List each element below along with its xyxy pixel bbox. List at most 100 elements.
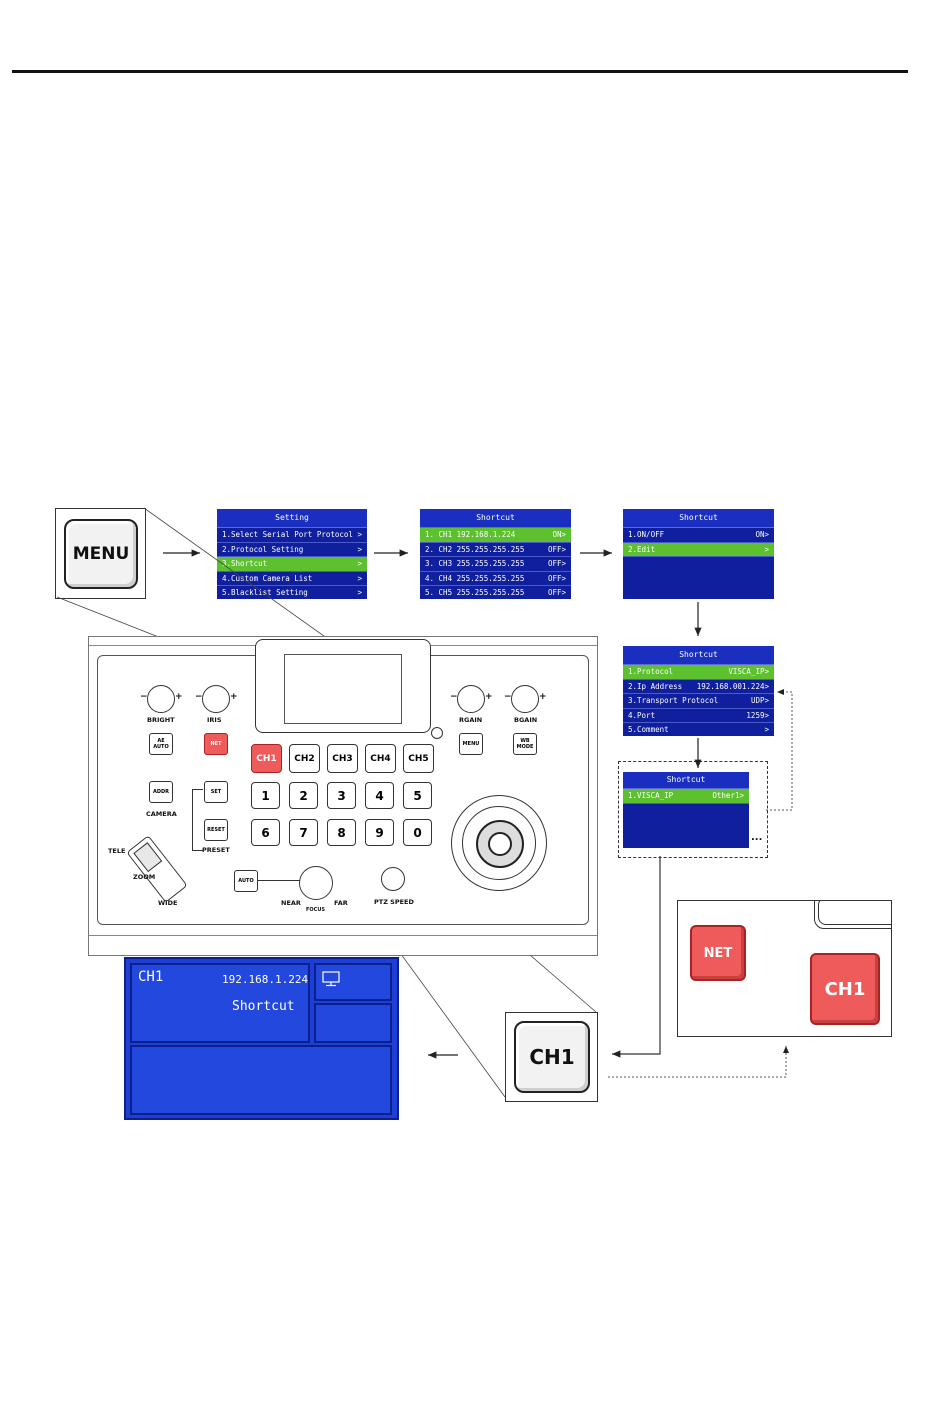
auto-button[interactable]: AUTO xyxy=(234,870,258,892)
bright-knob[interactable] xyxy=(147,685,175,713)
zoom-ch1-key[interactable]: CH1 xyxy=(810,953,880,1025)
shortcut-list-item[interactable]: 5. CH5 255.255.255.255 OFF> xyxy=(420,586,571,599)
channel-key-ch1[interactable]: CH1 xyxy=(251,744,282,773)
setting-menu: Setting 1.Select Serial Port Protocol >2.… xyxy=(217,509,367,599)
lcd-result-screen: CH1 192.168.1.224 Shortcut xyxy=(124,957,399,1120)
ae-auto-button[interactable]: AE AUTO xyxy=(149,733,173,755)
addr-button[interactable]: ADDR xyxy=(149,781,173,803)
menu-item-label: 5. CH5 255.255.255.255 xyxy=(425,588,525,597)
menu-item-label: 4.Port xyxy=(628,710,656,720)
net-button[interactable]: NET xyxy=(204,733,228,755)
zoom-net-key[interactable]: NET xyxy=(690,925,746,981)
menu-item-value: 1259> xyxy=(746,710,769,720)
setting-menu-item[interactable]: 5.Blacklist Setting > xyxy=(217,586,367,599)
menu-item-label: 3. CH3 255.255.255.255 xyxy=(425,559,525,568)
menu-item-label: 1.Protocol xyxy=(628,667,674,676)
menu-item-value: ON> xyxy=(552,530,566,539)
setting-menu-item[interactable]: 4.Custom Camera List> xyxy=(217,572,367,586)
number-key-3[interactable]: 3 xyxy=(327,782,356,809)
shortcut-detail-item[interactable]: 4.Port 1259> xyxy=(623,709,774,723)
preset-label: PRESET xyxy=(202,846,230,854)
menu-item-label: 2.Ip Address xyxy=(628,681,683,691)
shortcut-detail-title: Shortcut xyxy=(623,646,774,665)
monitor-icon xyxy=(322,971,340,987)
menu-item-label: 3.Transport Protocol xyxy=(628,696,719,705)
channel-key-ch5[interactable]: CH5 xyxy=(403,744,434,773)
shortcut-detail-item[interactable]: 2.Ip Address 192.168.001.224> xyxy=(623,680,774,694)
number-key-0[interactable]: 0 xyxy=(403,819,432,846)
number-key-7[interactable]: 7 xyxy=(289,819,318,846)
keyboard-screen xyxy=(255,639,431,733)
number-key-6[interactable]: 6 xyxy=(251,819,280,846)
menu-item-value: OFF> xyxy=(547,573,566,583)
arrow-ch1-to-zoom xyxy=(608,1046,789,1078)
setting-menu-item[interactable]: 3.Shortcut> xyxy=(217,557,367,572)
setting-menu-title: Setting xyxy=(217,509,367,528)
zoom-label: ZOOM xyxy=(133,873,156,881)
protocol-menu-title: Shortcut xyxy=(623,772,749,789)
number-key-2[interactable]: 2 xyxy=(289,782,318,809)
menu-item-label: 4.Custom Camera List xyxy=(222,573,313,583)
arrow-to-ch1-key xyxy=(612,856,661,1058)
bright-label: BRIGHT xyxy=(147,716,175,724)
menu-item-label: 1.Select Serial Port Protocol xyxy=(222,530,353,539)
channel-key-ch3[interactable]: CH3 xyxy=(327,744,358,773)
tele-label: TELE xyxy=(108,847,126,855)
number-key-8[interactable]: 8 xyxy=(327,819,356,846)
shortcut-detail-item[interactable]: 5.Comment> xyxy=(623,723,774,736)
preset-bracket xyxy=(192,789,203,851)
menu-item-value: OFF> xyxy=(547,588,566,597)
lcd-ip: 192.168.1.224 xyxy=(222,973,309,986)
bgain-knob[interactable] xyxy=(511,685,539,713)
channel-key-ch4[interactable]: CH4 xyxy=(365,744,396,773)
far-label: FAR xyxy=(334,899,348,907)
joystick[interactable] xyxy=(451,795,547,891)
number-key-5[interactable]: 5 xyxy=(403,782,432,809)
shortcut-list-item[interactable]: 1. CH1 192.168.1.224 ON> xyxy=(420,528,571,543)
menu-item-value: > xyxy=(357,530,362,539)
menu-item-label: 1.ON/OFF xyxy=(628,530,665,539)
shortcut-detail-menu: Shortcut 1.Protocol VISCA_IP> 2.Ip Address… xyxy=(623,646,774,736)
more-indicator: ... xyxy=(751,832,763,843)
focus-knob[interactable] xyxy=(299,866,333,900)
ptz-keyboard: BRIGHT − + IRIS − + RGAIN − + BGAIN − + … xyxy=(88,636,598,956)
ch1-key[interactable]: CH1 xyxy=(514,1021,590,1093)
menu-button[interactable]: MENU xyxy=(459,733,483,755)
menu-item-value: 192.168.001.224> xyxy=(696,681,769,691)
wb-mode-button[interactable]: WB MODE xyxy=(513,733,537,755)
menu-item-value: Other1> xyxy=(712,791,744,800)
rgain-knob[interactable] xyxy=(457,685,485,713)
number-key-9[interactable]: 9 xyxy=(365,819,394,846)
shortcut-list-title: Shortcut xyxy=(420,509,571,528)
ptz-speed-label: PTZ SPEED xyxy=(374,898,414,906)
shortcut-detail-item[interactable]: 1.Protocol VISCA_IP> xyxy=(623,665,774,680)
menu-item-value: > xyxy=(357,588,362,597)
menu-key[interactable]: MENU xyxy=(64,519,138,589)
shortcut-edit-item[interactable]: 2.Edit> xyxy=(623,542,774,557)
lcd-channel: CH1 xyxy=(138,969,164,985)
menu-item-label: 5.Blacklist Setting xyxy=(222,588,308,597)
set-button[interactable]: SET xyxy=(204,781,228,803)
number-key-4[interactable]: 4 xyxy=(365,782,394,809)
ptz-speed-knob[interactable] xyxy=(381,867,405,891)
iris-knob[interactable] xyxy=(202,685,230,713)
setting-menu-item[interactable]: 1.Select Serial Port Protocol > xyxy=(217,528,367,543)
menu-item-label: 1. CH1 192.168.1.224 xyxy=(425,530,516,539)
menu-item-value: VISCA_IP> xyxy=(728,667,769,676)
zoom-detail: NET CH1 xyxy=(677,900,892,1037)
number-key-1[interactable]: 1 xyxy=(251,782,280,809)
reset-button[interactable]: RESET xyxy=(204,819,228,841)
setting-menu-item[interactable]: 2.Protocol Setting> xyxy=(217,543,367,557)
menu-item-value: OFF> xyxy=(547,544,566,554)
shortcut-edit-title: Shortcut xyxy=(623,509,774,528)
channel-key-ch2[interactable]: CH2 xyxy=(289,744,320,773)
menu-item-label: 5.Comment xyxy=(628,725,669,734)
menu-item-label: 2.Protocol Setting xyxy=(222,544,304,554)
